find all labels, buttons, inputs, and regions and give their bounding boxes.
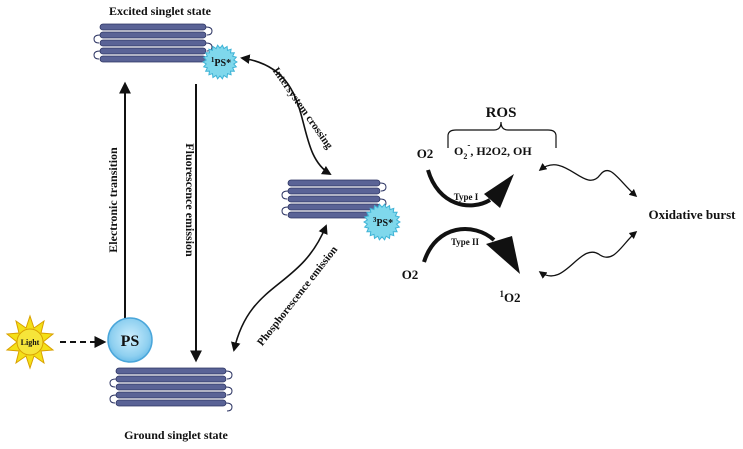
oxidative-burst-label: Oxidative burst <box>648 207 736 222</box>
excited-singlet-levels <box>93 23 213 68</box>
energy-level-bar <box>287 187 381 195</box>
type1-arrow <box>426 169 514 208</box>
singlet-oxygen-to-burst-arrow <box>538 230 638 279</box>
singlet-oxygen-sup: 1 <box>499 289 504 299</box>
superoxide-main: O <box>454 144 463 158</box>
triplet-levels <box>281 179 387 224</box>
energy-level-curl <box>93 50 101 60</box>
fluorescence-emission-label: Fluorescence emission <box>183 143 197 257</box>
light-label: Light <box>21 338 40 347</box>
energy-level-bar <box>287 195 381 203</box>
energy-level-curl <box>93 34 101 44</box>
triplet-excited-burst <box>363 203 401 241</box>
energy-level-bar <box>99 55 207 63</box>
light-sun-icon <box>5 314 55 370</box>
intersystem-crossing-label: Intersystem crossing <box>270 65 336 151</box>
singlet-excited-main: PS* <box>214 58 231 69</box>
o2-bottom-label: O2 <box>402 267 419 282</box>
o2-top-label: O2 <box>417 146 434 161</box>
energy-level-bar <box>115 383 227 391</box>
energy-level-curl <box>379 182 387 192</box>
energy-level-curl <box>281 190 289 200</box>
energy-level-bar <box>115 399 227 407</box>
ros-bracket <box>447 121 557 148</box>
energy-level-bar <box>115 391 227 399</box>
type2-label: Type II <box>451 237 480 247</box>
energy-level-curl <box>109 394 117 404</box>
energy-level-curl <box>109 378 117 388</box>
energy-level-curl <box>225 386 233 396</box>
energy-level-bar <box>287 179 381 187</box>
ground-singlet-levels <box>109 367 233 412</box>
energy-level-bar <box>115 375 227 383</box>
energy-level-bar <box>99 47 207 55</box>
triplet-excited-label: 3PS* <box>373 216 393 229</box>
superoxide-sup: - <box>467 140 470 150</box>
energy-level-bar <box>99 23 207 31</box>
energy-level-bar <box>99 39 207 47</box>
energy-level-bar <box>115 367 227 375</box>
singlet-oxygen-label: 1O2 <box>499 289 520 305</box>
ros-label: ROS <box>486 105 517 121</box>
ground-singlet-title: Ground singlet state <box>124 428 228 442</box>
type1-label: Type I <box>454 192 479 202</box>
type2-arrow <box>422 227 520 274</box>
ros-to-burst-arrow <box>538 163 638 198</box>
singlet-oxygen-main: O2 <box>504 290 521 305</box>
phosphorescence-label: Phosphorescence emission <box>255 244 340 348</box>
excited-singlet-title: Excited singlet state <box>109 4 212 18</box>
phosphorescence-arrow <box>231 224 328 352</box>
energy-level-curl <box>225 402 233 412</box>
singlet-excited-sup: 1 <box>211 56 215 64</box>
triplet-excited-sup: 3 <box>373 216 377 224</box>
triplet-excited-main: PS* <box>376 218 393 229</box>
ros-rest: , H2O2, OH <box>470 144 532 158</box>
energy-level-bar <box>287 203 381 211</box>
energy-level-curl <box>281 206 289 216</box>
singlet-excited-burst <box>202 44 238 80</box>
electronic-transition-label: Electronic transition <box>106 147 120 253</box>
ps-label: PS <box>121 333 140 350</box>
energy-level-curl <box>205 26 213 36</box>
ros-species: O2-, H2O2, OH <box>454 140 532 161</box>
intersystem-crossing-arrow <box>240 54 332 175</box>
singlet-excited-label: 1PS* <box>211 56 231 69</box>
energy-level-bar <box>99 31 207 39</box>
ps-glow-circle <box>107 317 153 363</box>
energy-level-curl <box>225 370 233 380</box>
superoxide-sub: 2 <box>463 152 467 161</box>
